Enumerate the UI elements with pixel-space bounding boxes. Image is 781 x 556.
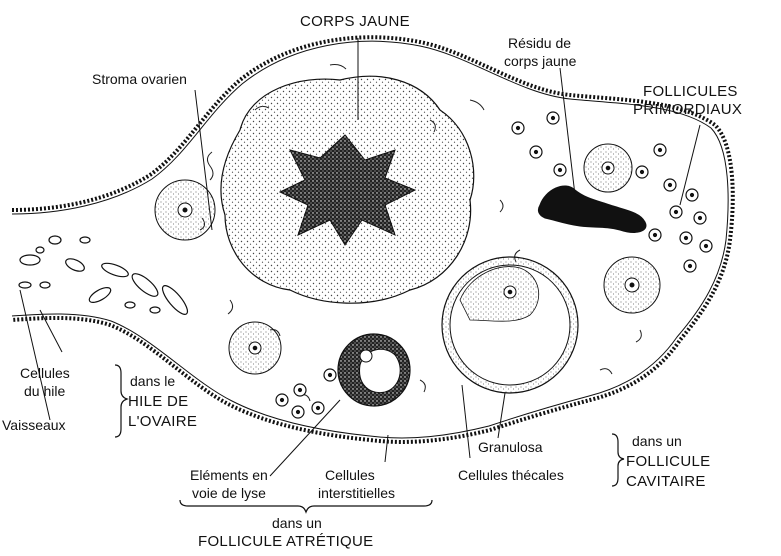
label-dans-un-cavitaire: dans un <box>632 433 682 449</box>
label-granulosa: Granulosa <box>478 439 543 455</box>
label-dans-le: dans le <box>130 373 175 389</box>
label-follicule-atretique: FOLLICULE ATRÉTIQUE <box>198 533 373 550</box>
label-residu-1: Résidu de <box>508 35 571 51</box>
label-elements-2: voie de lyse <box>192 485 266 501</box>
label-residu-2: corps jaune <box>504 53 577 69</box>
label-follicules-1: FOLLICULES <box>643 83 738 100</box>
label-corps-jaune: CORPS JAUNE <box>300 13 410 30</box>
label-hile-de: HILE DE <box>128 393 188 410</box>
label-elements-1: Eléments en <box>190 467 268 483</box>
label-vaisseaux: Vaisseaux <box>2 417 66 433</box>
residu-corps-jaune <box>538 186 646 232</box>
label-dans-un-atretique: dans un <box>272 515 322 531</box>
label-interstitielles-2: interstitielles <box>318 485 395 501</box>
label-follicule-cavitaire-1: FOLLICULE <box>626 453 710 470</box>
label-cellules-hile-2: du hile <box>24 383 65 399</box>
hile-vessels <box>19 236 191 318</box>
bracket-cavitaire <box>612 434 624 486</box>
follicule-cavitaire <box>442 257 578 393</box>
label-l-ovaire: L'OVAIRE <box>128 413 197 430</box>
label-stroma: Stroma ovarien <box>92 71 187 87</box>
follicule-atretique <box>338 334 410 406</box>
label-cellules-hile-1: Cellules <box>20 365 70 381</box>
bracket-atretique <box>180 500 432 512</box>
label-interstitielles-1: Cellules <box>325 467 375 483</box>
label-cellules-thecales: Cellules thécales <box>458 467 564 483</box>
label-follicules-2: PRIMORDIAUX <box>633 101 742 118</box>
label-follicule-cavitaire-2: CAVITAIRE <box>626 473 706 490</box>
bracket-hile <box>115 365 127 437</box>
